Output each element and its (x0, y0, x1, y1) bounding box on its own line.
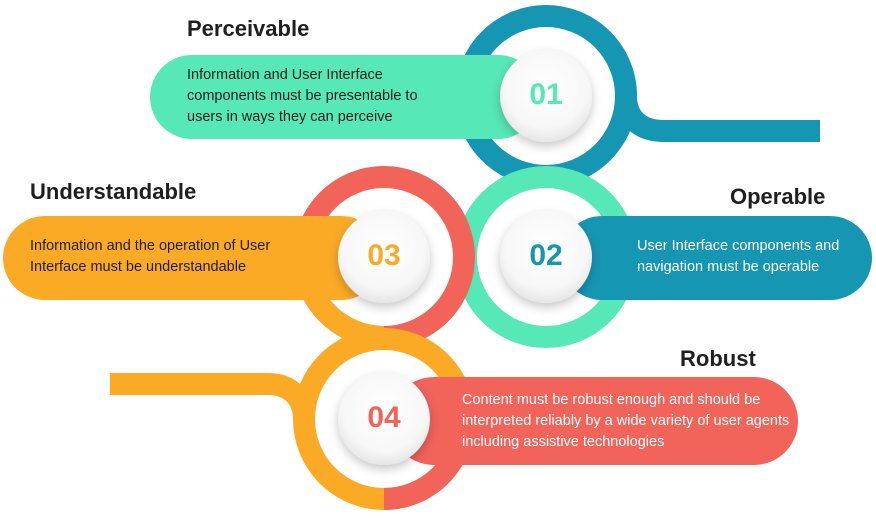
robust-title: Robust (680, 346, 756, 371)
disc-04 (338, 373, 430, 465)
perceivable-description: Information and User Interface component… (187, 67, 418, 125)
number-03: 03 (367, 239, 401, 272)
disc-03 (338, 211, 430, 303)
disc-02 (500, 211, 592, 303)
robust-description: Content must be robust enough and should… (462, 392, 790, 450)
ring-04-tail (110, 373, 315, 420)
perceivable-title: Perceivable (187, 16, 310, 41)
ring-01-tail (615, 95, 820, 142)
operable-description: User Interface components and navigation… (637, 238, 840, 275)
robust-pill (390, 377, 798, 465)
operable-title: Operable (730, 184, 826, 209)
number-01: 01 (529, 78, 563, 111)
number-04: 04 (367, 401, 401, 434)
perceivable-pill (150, 55, 540, 139)
disc-01 (500, 50, 592, 142)
operable-pill (560, 216, 872, 300)
number-02: 02 (529, 239, 563, 272)
understandable-pill (3, 216, 383, 300)
understandable-title: Understandable (30, 179, 197, 204)
understandable-description: Information and the operation of User In… (30, 238, 271, 275)
